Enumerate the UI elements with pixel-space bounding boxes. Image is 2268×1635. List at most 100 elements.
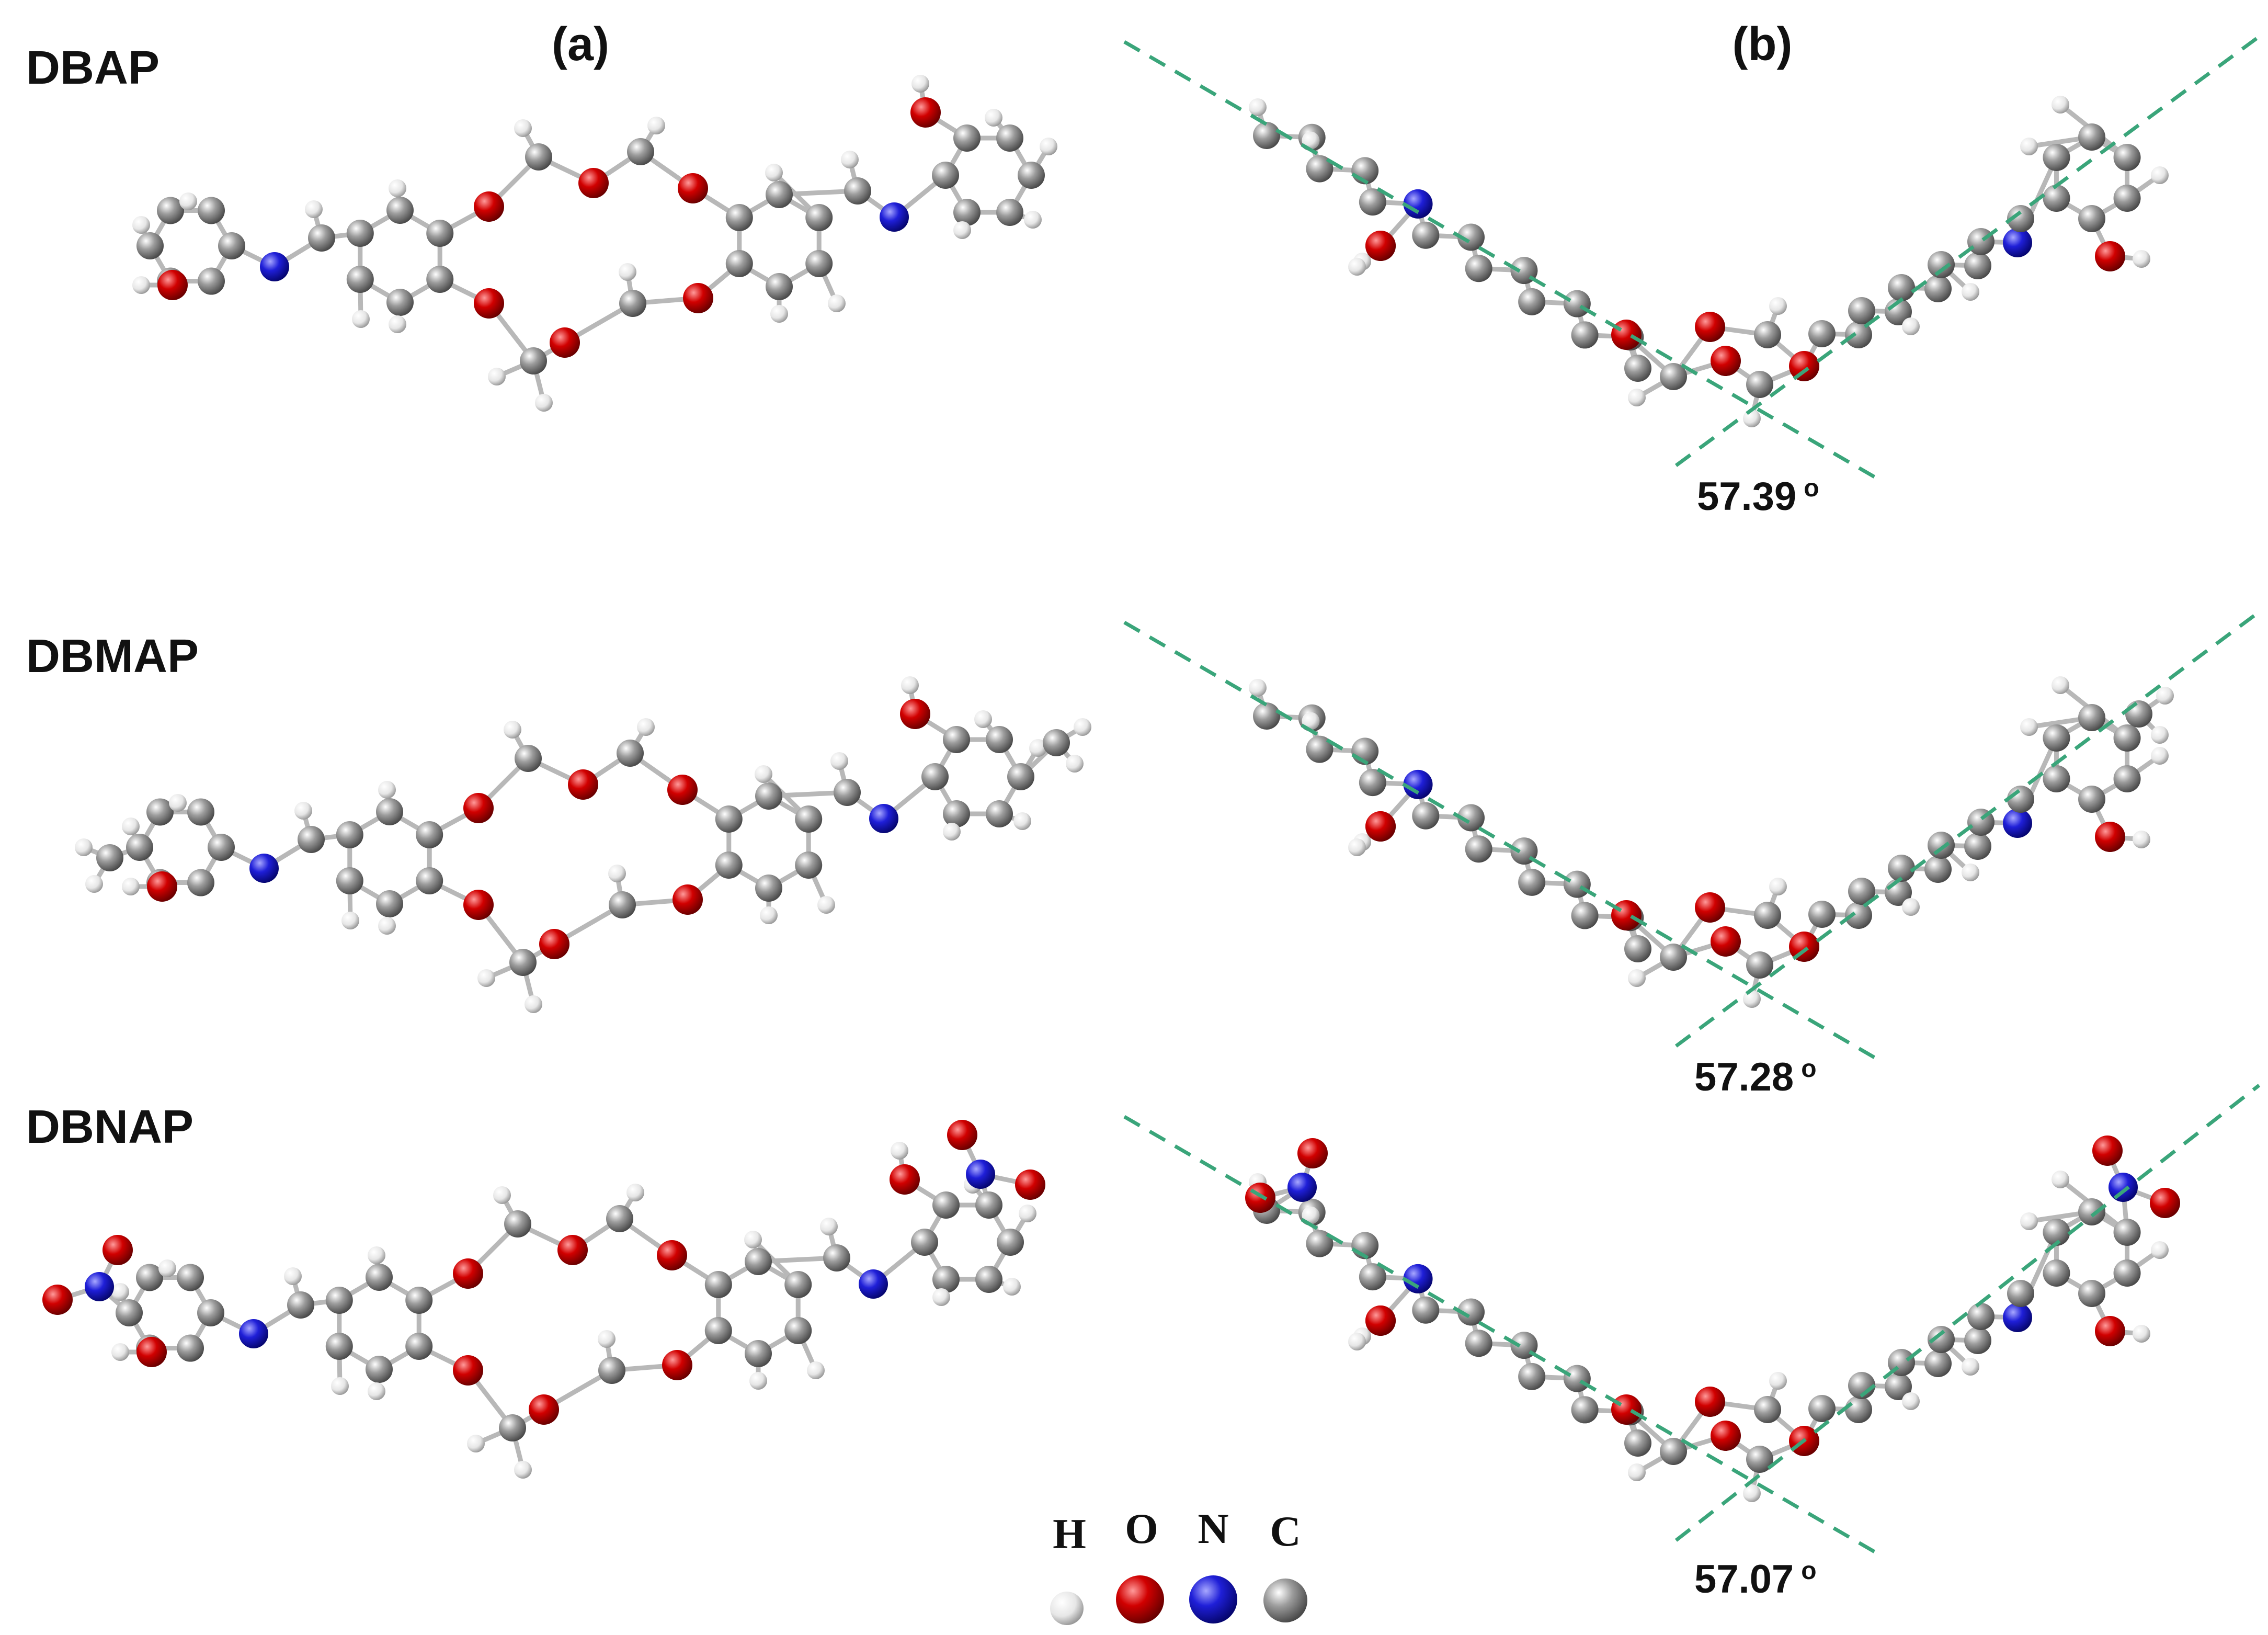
carbon-atom [405, 1287, 433, 1314]
carbon-atom [1571, 902, 1599, 929]
carbon-atom [386, 197, 414, 224]
carbon-atom [1306, 735, 1334, 763]
carbon-atom [1043, 729, 1070, 756]
hydrogen-atom [284, 1267, 302, 1285]
carbon-atom [953, 124, 981, 152]
carbon-atom [2078, 704, 2105, 731]
guide-line-left-dbap [1123, 40, 1878, 481]
hydrogen-atom [1348, 258, 1366, 276]
carbon-atom [2007, 786, 2034, 813]
hydrogen-atom [122, 878, 140, 895]
oxygen-atom [900, 699, 930, 729]
carbon-atom [1359, 769, 1386, 797]
hydrogen-atom [2133, 250, 2150, 268]
carbon-atom [177, 1334, 204, 1362]
carbon-atom [1888, 274, 1915, 301]
carbon-atom [823, 1244, 850, 1271]
hydrogen-atom [830, 752, 848, 770]
carbon-atom [1007, 763, 1034, 790]
oxygen-atom [1245, 1183, 1275, 1213]
carbon-atom [1845, 1396, 1872, 1423]
carbon-atom [287, 1291, 314, 1319]
hydrogen-atom [1743, 410, 1761, 427]
hydrogen-atom [179, 192, 197, 210]
carbon-atom [1885, 1373, 1912, 1400]
carbon-atom [325, 1287, 353, 1314]
legend-symbol-o: O [1125, 1505, 1158, 1552]
oxygen-atom [42, 1285, 73, 1315]
hydrogen-atom [389, 179, 406, 197]
hydrogen-atom [911, 75, 929, 93]
carbon-atom [1754, 321, 1781, 348]
hydrogen-atom [820, 1218, 838, 1235]
bonds [139, 83, 1051, 404]
carbon-atom [834, 779, 861, 806]
oxygen-atom [657, 1240, 687, 1270]
carbon-atom [1924, 856, 1952, 883]
carbon-atom [755, 782, 782, 810]
hydrogen-atom [294, 802, 312, 820]
carbon-atom [1746, 371, 1773, 398]
hydrogen-atom [2151, 1241, 2169, 1259]
carbon-atom [2078, 786, 2105, 813]
hydrogen-atom [637, 718, 655, 736]
carbon-atom [1457, 223, 1485, 251]
oxygen-atom [463, 793, 494, 823]
carbon-atom [366, 1264, 393, 1291]
hydrogen-atom [1302, 131, 1320, 150]
hydrogen-atom [378, 781, 396, 799]
carbon-atom [805, 250, 833, 277]
hydrogen-atom [1013, 812, 1031, 830]
hydrogen-atom [1902, 1392, 1920, 1410]
oxygen-atom [474, 288, 504, 319]
carbon-atom [1746, 1446, 1773, 1473]
guide-lines-dbap [1123, 35, 2261, 481]
hydrogen-atom [1302, 1206, 1320, 1224]
molecule-name-dbap: DBAP [26, 42, 159, 94]
oxygen-atom [1789, 351, 1819, 381]
carbon-atom [1845, 321, 1872, 348]
hydrogen-atom [331, 1377, 349, 1395]
hydrogen-atom [132, 216, 150, 234]
carbon-atom [1754, 1396, 1781, 1423]
carbon-atom [725, 250, 753, 277]
carbon-atom [704, 1271, 732, 1298]
hydrogen-atom [1024, 211, 1042, 229]
carbon-atom [725, 204, 753, 231]
carbon-atom [346, 266, 374, 293]
carbon-atom [997, 1229, 1024, 1256]
oxygen-atom [474, 191, 504, 222]
hydrogen-atom [1743, 990, 1761, 1008]
carbon-atom [1624, 935, 1651, 962]
hydrogen-atom [932, 1288, 950, 1306]
carbon-atom [1964, 833, 1991, 860]
carbon-atom [1518, 1362, 1546, 1390]
hydrogen-atom [493, 1186, 511, 1204]
carbon-atom [795, 805, 823, 833]
carbon-atom [218, 232, 245, 259]
carbon-atom [805, 204, 833, 231]
carbon-atom [1808, 1395, 1836, 1422]
carbon-atom [2113, 1219, 2141, 1246]
carbon-atom [619, 290, 646, 317]
oxygen-atom [1297, 1138, 1328, 1168]
carbon-atom [1808, 320, 1836, 347]
carbon-atom [1888, 855, 1915, 882]
carbon-atom [996, 199, 1023, 226]
hydrogen-atom [2020, 1212, 2038, 1230]
carbon-atom [1924, 1350, 1952, 1377]
carbon-atom [2113, 765, 2141, 792]
carbon-atom [2043, 185, 2070, 212]
hydrogen-atom [1003, 1278, 1021, 1296]
oxygen-atom [2095, 241, 2125, 271]
oxygen-atom [678, 173, 708, 203]
oxygen-atom [147, 871, 177, 902]
oxygen-atom [557, 1235, 588, 1265]
oxygen-atom [539, 929, 569, 959]
oxygen-atom [102, 1235, 133, 1265]
carbon-atom [1928, 251, 1955, 278]
carbon-atom [346, 220, 374, 247]
nitrogen-atom [1403, 189, 1433, 219]
legend-symbol-n: N [1198, 1505, 1228, 1552]
hydrogen-atom [368, 1382, 385, 1400]
